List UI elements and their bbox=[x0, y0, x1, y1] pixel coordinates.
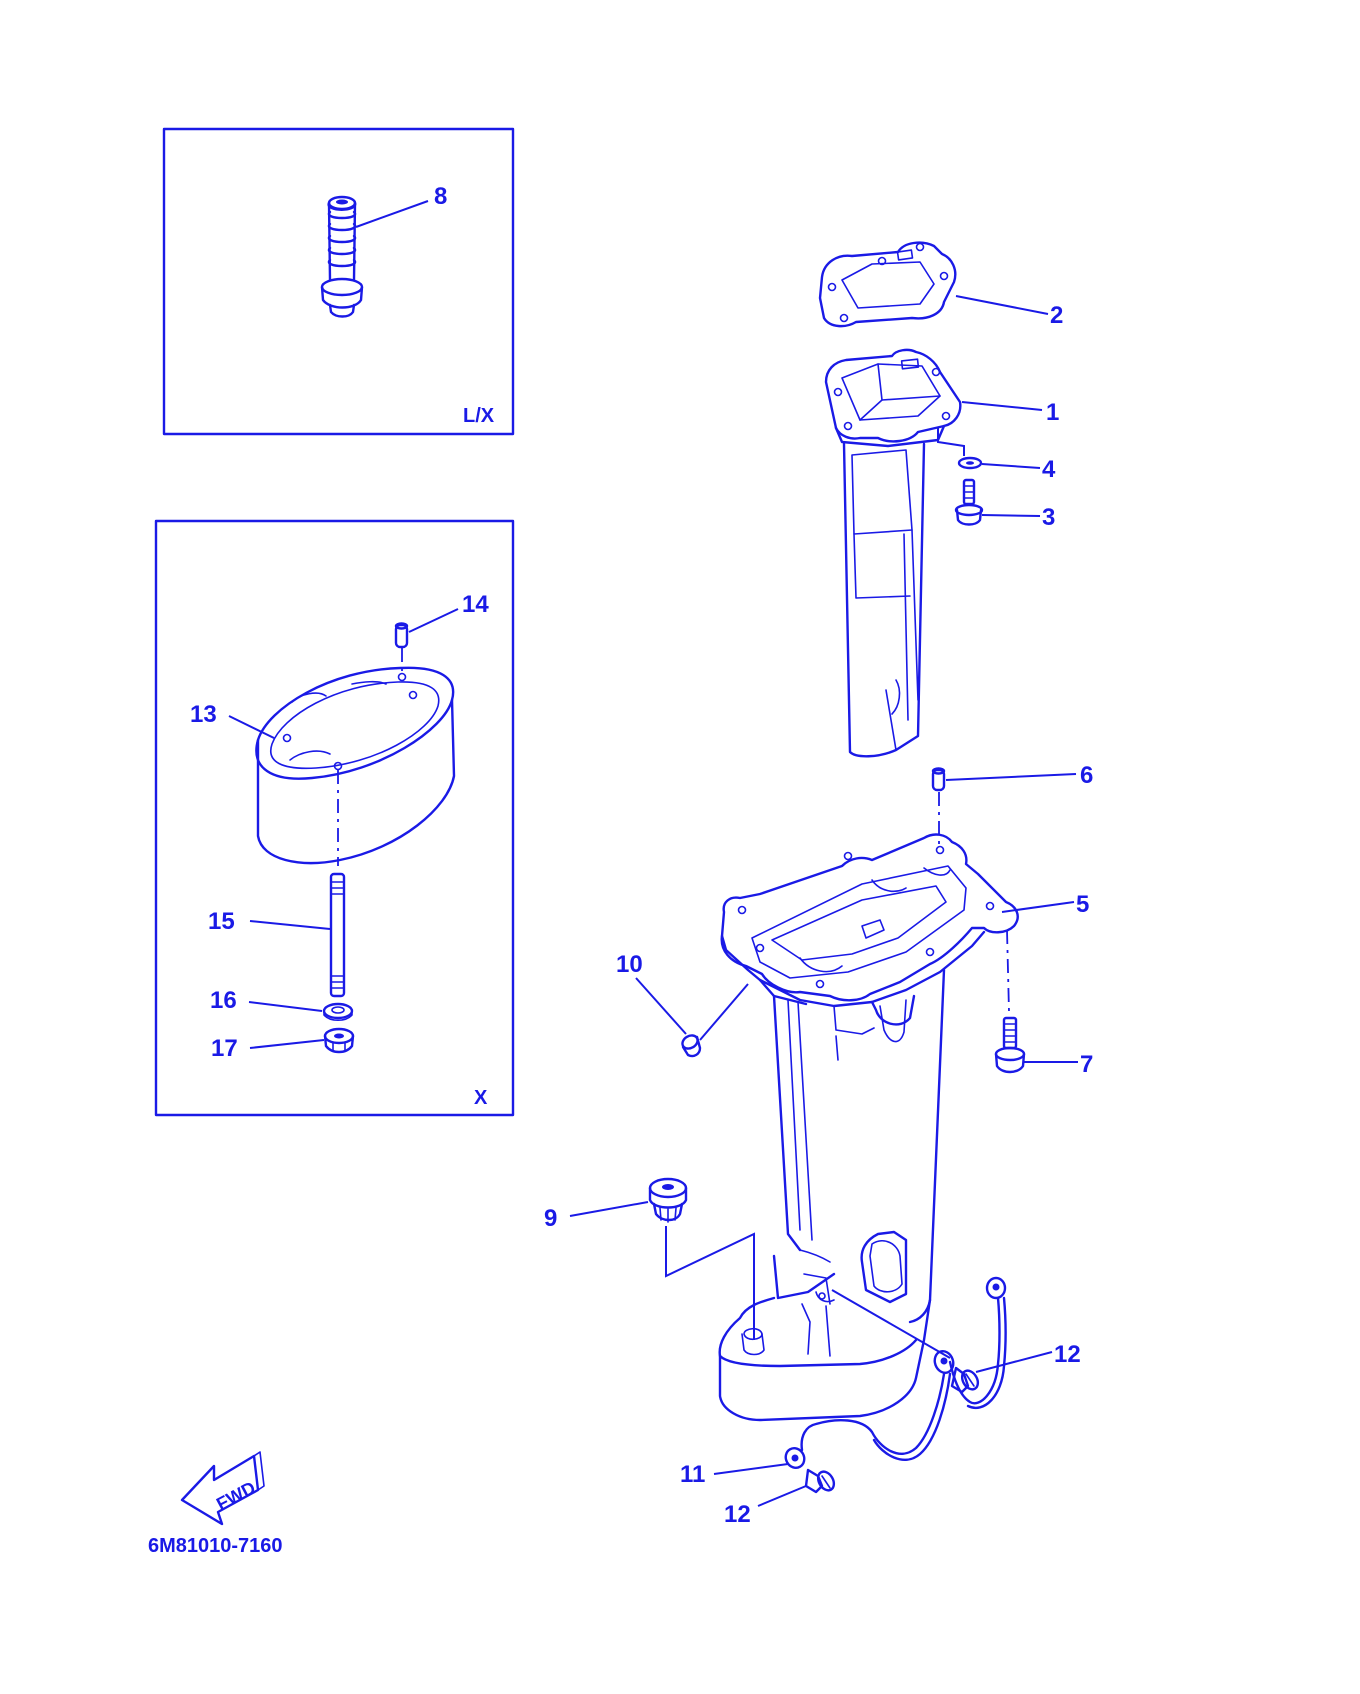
inset-lx-label: L/X bbox=[463, 405, 495, 427]
inset-x: X 14 13 bbox=[154, 519, 515, 1117]
part-15-stud-bolt bbox=[329, 872, 346, 998]
part-4-washer bbox=[957, 456, 983, 470]
inset-x-label: X bbox=[474, 1087, 488, 1109]
part-14-dowel-pin bbox=[394, 622, 409, 649]
inset-x-frame bbox=[154, 519, 515, 1117]
callout-1: 1 bbox=[1046, 399, 1059, 426]
callout-5: 5 bbox=[1076, 891, 1089, 918]
part-9-drain-plug bbox=[648, 1177, 688, 1223]
callout-2: 2 bbox=[1050, 302, 1063, 329]
callout-12b: 12 bbox=[724, 1501, 751, 1528]
part-11-ground-lead bbox=[784, 1276, 1007, 1469]
callout-17: 17 bbox=[211, 1035, 238, 1062]
part-1-exhaust-manifold bbox=[824, 348, 962, 758]
callout-8: 8 bbox=[434, 183, 447, 210]
part-5-upper-casing bbox=[718, 833, 1019, 1422]
part-2-gasket bbox=[818, 241, 957, 328]
callout-13: 13 bbox=[190, 701, 217, 728]
callout-4: 4 bbox=[1042, 456, 1056, 483]
callout-7: 7 bbox=[1080, 1051, 1093, 1078]
callout-12a: 12 bbox=[1054, 1341, 1081, 1368]
part-13-spacer bbox=[255, 666, 456, 865]
part-6-dowel-pin bbox=[931, 767, 946, 792]
callout-11: 11 bbox=[680, 1461, 705, 1488]
part-12-screw-upper bbox=[950, 1366, 980, 1394]
callout-3: 3 bbox=[1042, 504, 1055, 531]
part-16-washer bbox=[322, 1002, 354, 1022]
callout-16: 16 bbox=[210, 987, 237, 1014]
fwd-arrow-icon: FWD bbox=[180, 1451, 265, 1526]
part-7-bolt bbox=[994, 1016, 1026, 1074]
inset-lx: L/X 8 bbox=[162, 127, 515, 436]
callout-14: 14 bbox=[462, 591, 489, 618]
inset-lx-frame bbox=[162, 127, 515, 436]
part-12-screw-lower bbox=[804, 1468, 836, 1494]
fwd-label: FWD bbox=[213, 1477, 259, 1514]
callout-6: 6 bbox=[1080, 762, 1093, 789]
callout-15: 15 bbox=[208, 908, 235, 935]
callout-10: 10 bbox=[616, 951, 643, 978]
part-8-grommet bbox=[320, 195, 364, 318]
part-3-bolt bbox=[954, 478, 984, 526]
part-17-nut bbox=[323, 1027, 355, 1054]
part-10-plug bbox=[681, 1034, 702, 1058]
diagram-part-number: 6M81010-7160 bbox=[148, 1535, 283, 1557]
callout-9: 9 bbox=[544, 1205, 557, 1232]
